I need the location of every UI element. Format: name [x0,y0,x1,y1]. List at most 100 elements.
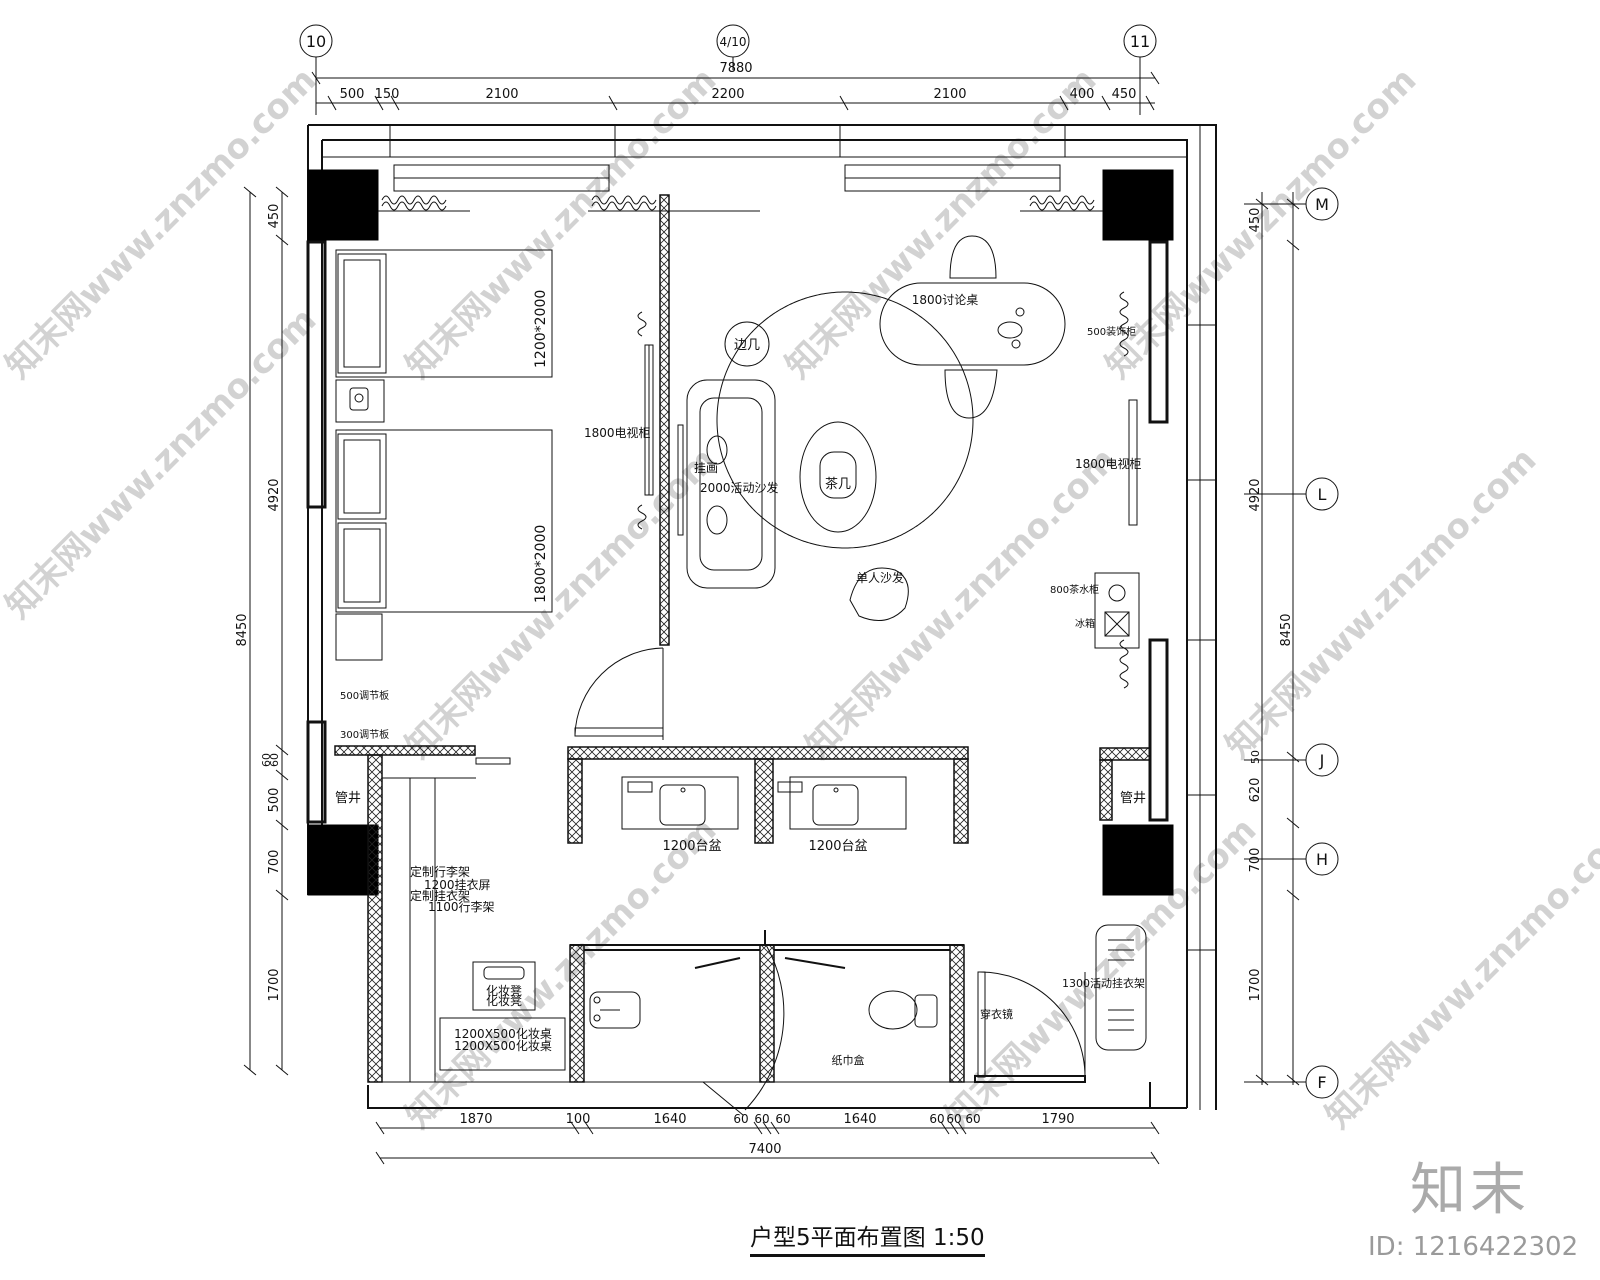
living-area: 边几 挂画 2000活动沙发 茶几 单人沙发 1800讨论桌 500装饰柜 18… [686,235,1142,649]
dim-right-6: 1700 [1248,968,1263,1001]
label-side-table: 边几 [734,338,760,353]
clothes-rack: 1300活动挂衣架 [1062,924,1147,1051]
watermark: 知末网www.znzmo.com [398,60,724,386]
axis-label-f: F [1317,1073,1326,1092]
label-vanity-stool-2: 化妆凳 [486,993,522,1008]
sink [589,991,641,1029]
dim-right-1: 450 [1248,208,1263,233]
dim-bottom-5: 60 [754,1112,769,1126]
label-painting: 挂画 [694,461,718,475]
dim-left-4: 60 [260,753,273,767]
armchair [849,567,909,621]
label-sofa: 2000活动沙发 [700,480,779,495]
toilet [868,990,918,1030]
dim-top-total: 7880 [719,61,752,76]
curtains [378,195,1129,689]
dim-left-7: 1700 [267,968,282,1001]
bedside-box [335,613,383,661]
axis-label-h: H [1316,850,1328,869]
dim-bottom-3: 1640 [653,1112,686,1127]
dim-bottom-9: 60 [946,1112,961,1126]
tv-cabinet-right [1128,399,1138,526]
label-mirror: 穿衣镜 [980,1007,1013,1021]
basin-counter-2 [789,776,907,830]
label-vanity-desk-1: 1200X500化妆桌 [454,1027,552,1041]
label-basin-2: 1200台盆 [808,839,867,854]
label-basin-1: 1200台盆 [662,839,721,854]
dim-top-1: 500 [340,87,365,102]
dim-right-2: 4920 [1248,478,1263,511]
dim-left-3: 60 [268,753,281,767]
dim-left-5: 500 [267,788,282,813]
dim-left-1: 450 [267,204,282,229]
axis-label-4-10: 4/10 [720,35,747,49]
dim-bottom-1: 1870 [459,1112,492,1127]
dim-right-5: 700 [1248,848,1263,873]
dim-top-6: 400 [1070,87,1095,102]
entrance: 穿衣镜 [974,971,1086,1083]
coffee-table [799,421,877,533]
dim-top-4: 2200 [711,87,744,102]
building-walls [306,124,1217,1110]
beds: 1200*2000 1800*2000 500调节板 300调节板 [335,249,553,741]
double-bed-pillow-2 [337,522,387,609]
basins: 1200台盆 1200台盆 [621,776,907,854]
dim-left-total: 8450 [235,613,250,646]
label-tissue-box: 纸巾盒 [832,1053,865,1067]
partitions [334,194,1151,1083]
tea-cabinet [1094,572,1140,649]
label-vanity-desk-2: 1200X500化妆桌 [454,1039,552,1053]
tv-cabinet-left: 1800电视柜 [584,344,684,536]
dim-top-3: 2100 [485,87,518,102]
entry-door [574,647,664,740]
label-clothes-rack: 1300活动挂衣架 [1062,976,1145,990]
dim-bottom-2: 100 [566,1112,591,1127]
label-bed-double: 1800*2000 [533,525,549,603]
label-luggage-1: 定制行李架 [410,864,470,879]
top-dimensions: 10 4/10 11 7880 500 150 2100 2200 2100 4… [299,24,1160,115]
dim-bottom-8: 60 [929,1112,944,1126]
side-table [724,321,770,367]
axis-label-m: M [1315,195,1329,214]
image-id: ID: 1216422302 [1368,1232,1579,1262]
label-deco-cabinet: 500装饰柜 [1087,325,1136,338]
axis-label-l: L [1318,485,1327,504]
left-dimensions: 8450 450 4920 60 60 500 700 1700 [235,186,289,1076]
label-shaft-right: 管井 [1120,791,1146,806]
watermark: 知末网www.znzmo.com [778,60,1104,386]
dim-bottom-11: 1790 [1041,1112,1074,1127]
axis-label-11: 11 [1130,32,1150,51]
meeting-table [879,282,1066,366]
double-bed [335,429,553,613]
dim-bottom-7: 1640 [843,1112,876,1127]
label-tv-right: 1800电视柜 [1075,456,1142,471]
drawing-title: 户型5平面布置图 1:50 [750,1218,985,1257]
label-panel-300: 300调节板 [340,728,389,741]
label-shaft-left: 管井 [335,791,361,806]
shafts: 管井 管井 [335,791,1146,806]
watermark: 知末网www.znzmo.com [398,440,724,766]
label-fridge: 冰箱 [1075,617,1095,630]
dim-left-6: 700 [267,850,282,875]
vanity-desk [439,1017,566,1071]
dim-right-total: 8450 [1279,613,1294,646]
label-armchair: 单人沙发 [856,570,904,585]
watermark: 知末网www.znzmo.com [1318,810,1600,1136]
dim-top-5: 2100 [933,87,966,102]
wall-painting [677,424,684,536]
axis-label-10: 10 [306,32,326,51]
meeting-chair-bottom [944,369,998,419]
single-bed [335,249,553,378]
dim-top-2: 150 [375,87,400,102]
dim-bottom-total: 7400 [748,1142,781,1157]
dim-top-7: 450 [1112,87,1137,102]
axis-label-j: J [1319,751,1325,770]
label-coffee-table: 茶几 [825,476,851,492]
dim-bottom-6: 60 [775,1112,790,1126]
label-meeting-table: 1800讨论桌 [912,293,979,307]
label-luggage-2: 定制挂衣架 [410,888,470,903]
sofa [686,379,776,589]
right-dimensions: M L J H F 8450 450 4920 50 620 700 1700 [1244,187,1339,1099]
bathroom: 纸巾盒 [589,930,938,1116]
